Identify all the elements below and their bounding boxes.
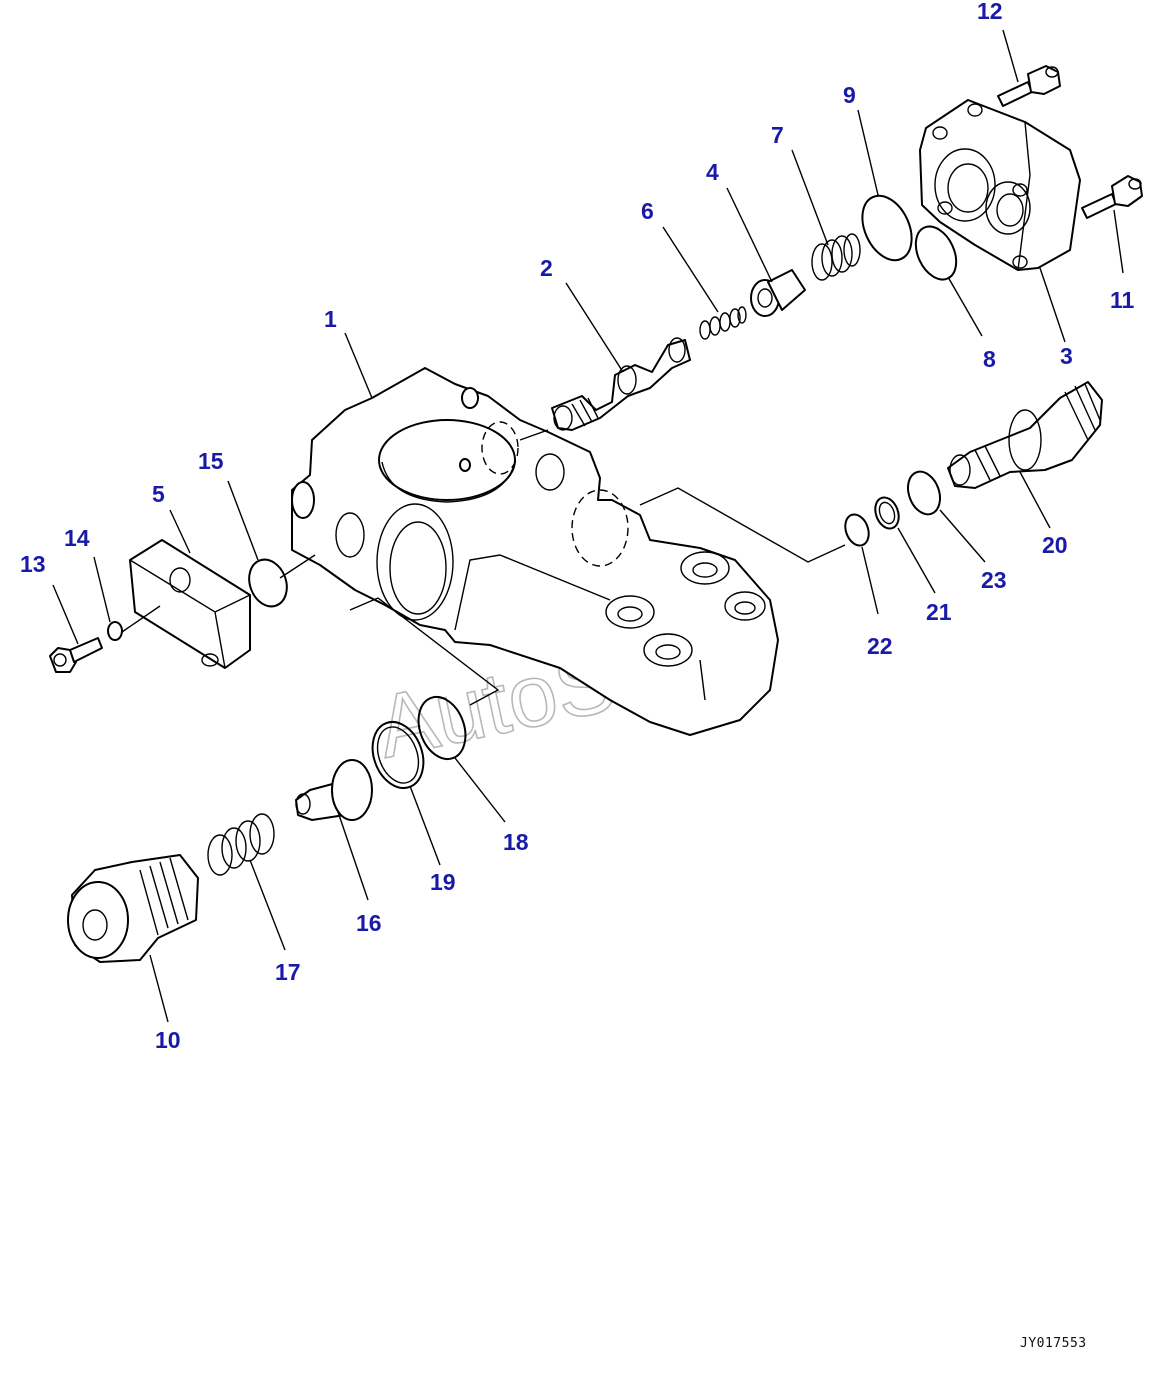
callout-12[interactable]: 12: [977, 0, 1003, 24]
washer-part-14[interactable]: [107, 621, 123, 641]
bolt-part-11[interactable]: [1081, 175, 1143, 219]
o-ring-part-18[interactable]: [410, 690, 473, 765]
cap-block-part-5[interactable]: [129, 539, 251, 669]
callout-6[interactable]: 6: [641, 198, 654, 224]
callout-19[interactable]: 19: [430, 869, 456, 895]
callout-22[interactable]: 22: [867, 633, 893, 659]
bolt-part-12[interactable]: [997, 65, 1061, 107]
callout-23[interactable]: 23: [981, 567, 1007, 593]
small-spring-part-6[interactable]: [699, 306, 747, 340]
leader-lines: [52, 29, 1124, 1023]
drawing-code: JY017553: [1020, 1336, 1087, 1351]
o-ring-part-9[interactable]: [853, 188, 922, 268]
sleeve-part-4[interactable]: [750, 269, 806, 317]
backup-ring-part-21[interactable]: [871, 494, 903, 532]
piston-part-16[interactable]: [295, 759, 373, 821]
callout-18[interactable]: 18: [503, 829, 529, 855]
callout-17[interactable]: 17: [275, 959, 301, 985]
bolt-part-13[interactable]: [49, 637, 103, 673]
callout-labels: 1 2 3 4 5 6 7 8 9 10 11 12 13 14 15 16 1…: [20, 0, 1135, 1053]
cover-plate-part-3[interactable]: [919, 99, 1081, 271]
callout-10[interactable]: 10: [155, 1027, 181, 1053]
valve-cartridge-part-20[interactable]: [947, 381, 1103, 489]
assembly-guide-lines: [121, 429, 846, 706]
valve-body-part-1[interactable]: [291, 367, 779, 736]
spool-part-2[interactable]: [551, 337, 691, 431]
callout-20[interactable]: 20: [1042, 532, 1068, 558]
callout-9[interactable]: 9: [843, 82, 856, 108]
callout-8[interactable]: 8: [983, 346, 996, 372]
callout-13[interactable]: 13: [20, 551, 46, 577]
spring-part-17[interactable]: [207, 813, 275, 876]
callout-15[interactable]: 15: [198, 448, 224, 474]
o-ring-part-8[interactable]: [908, 220, 964, 286]
o-ring-part-15[interactable]: [243, 554, 293, 611]
callout-16[interactable]: 16: [356, 910, 382, 936]
callout-4[interactable]: 4: [706, 159, 719, 185]
callout-2[interactable]: 2: [540, 255, 553, 281]
spring-part-7[interactable]: [811, 233, 861, 281]
callout-3[interactable]: 3: [1060, 343, 1073, 369]
callout-21[interactable]: 21: [926, 599, 952, 625]
o-ring-part-23[interactable]: [902, 467, 945, 519]
o-ring-part-22[interactable]: [841, 511, 873, 549]
callout-1[interactable]: 1: [324, 306, 337, 332]
callout-7[interactable]: 7: [771, 122, 784, 148]
callout-5[interactable]: 5: [152, 481, 165, 507]
callout-11[interactable]: 11: [1110, 287, 1135, 313]
callout-14[interactable]: 14: [64, 525, 90, 551]
plug-part-10[interactable]: [67, 854, 199, 963]
